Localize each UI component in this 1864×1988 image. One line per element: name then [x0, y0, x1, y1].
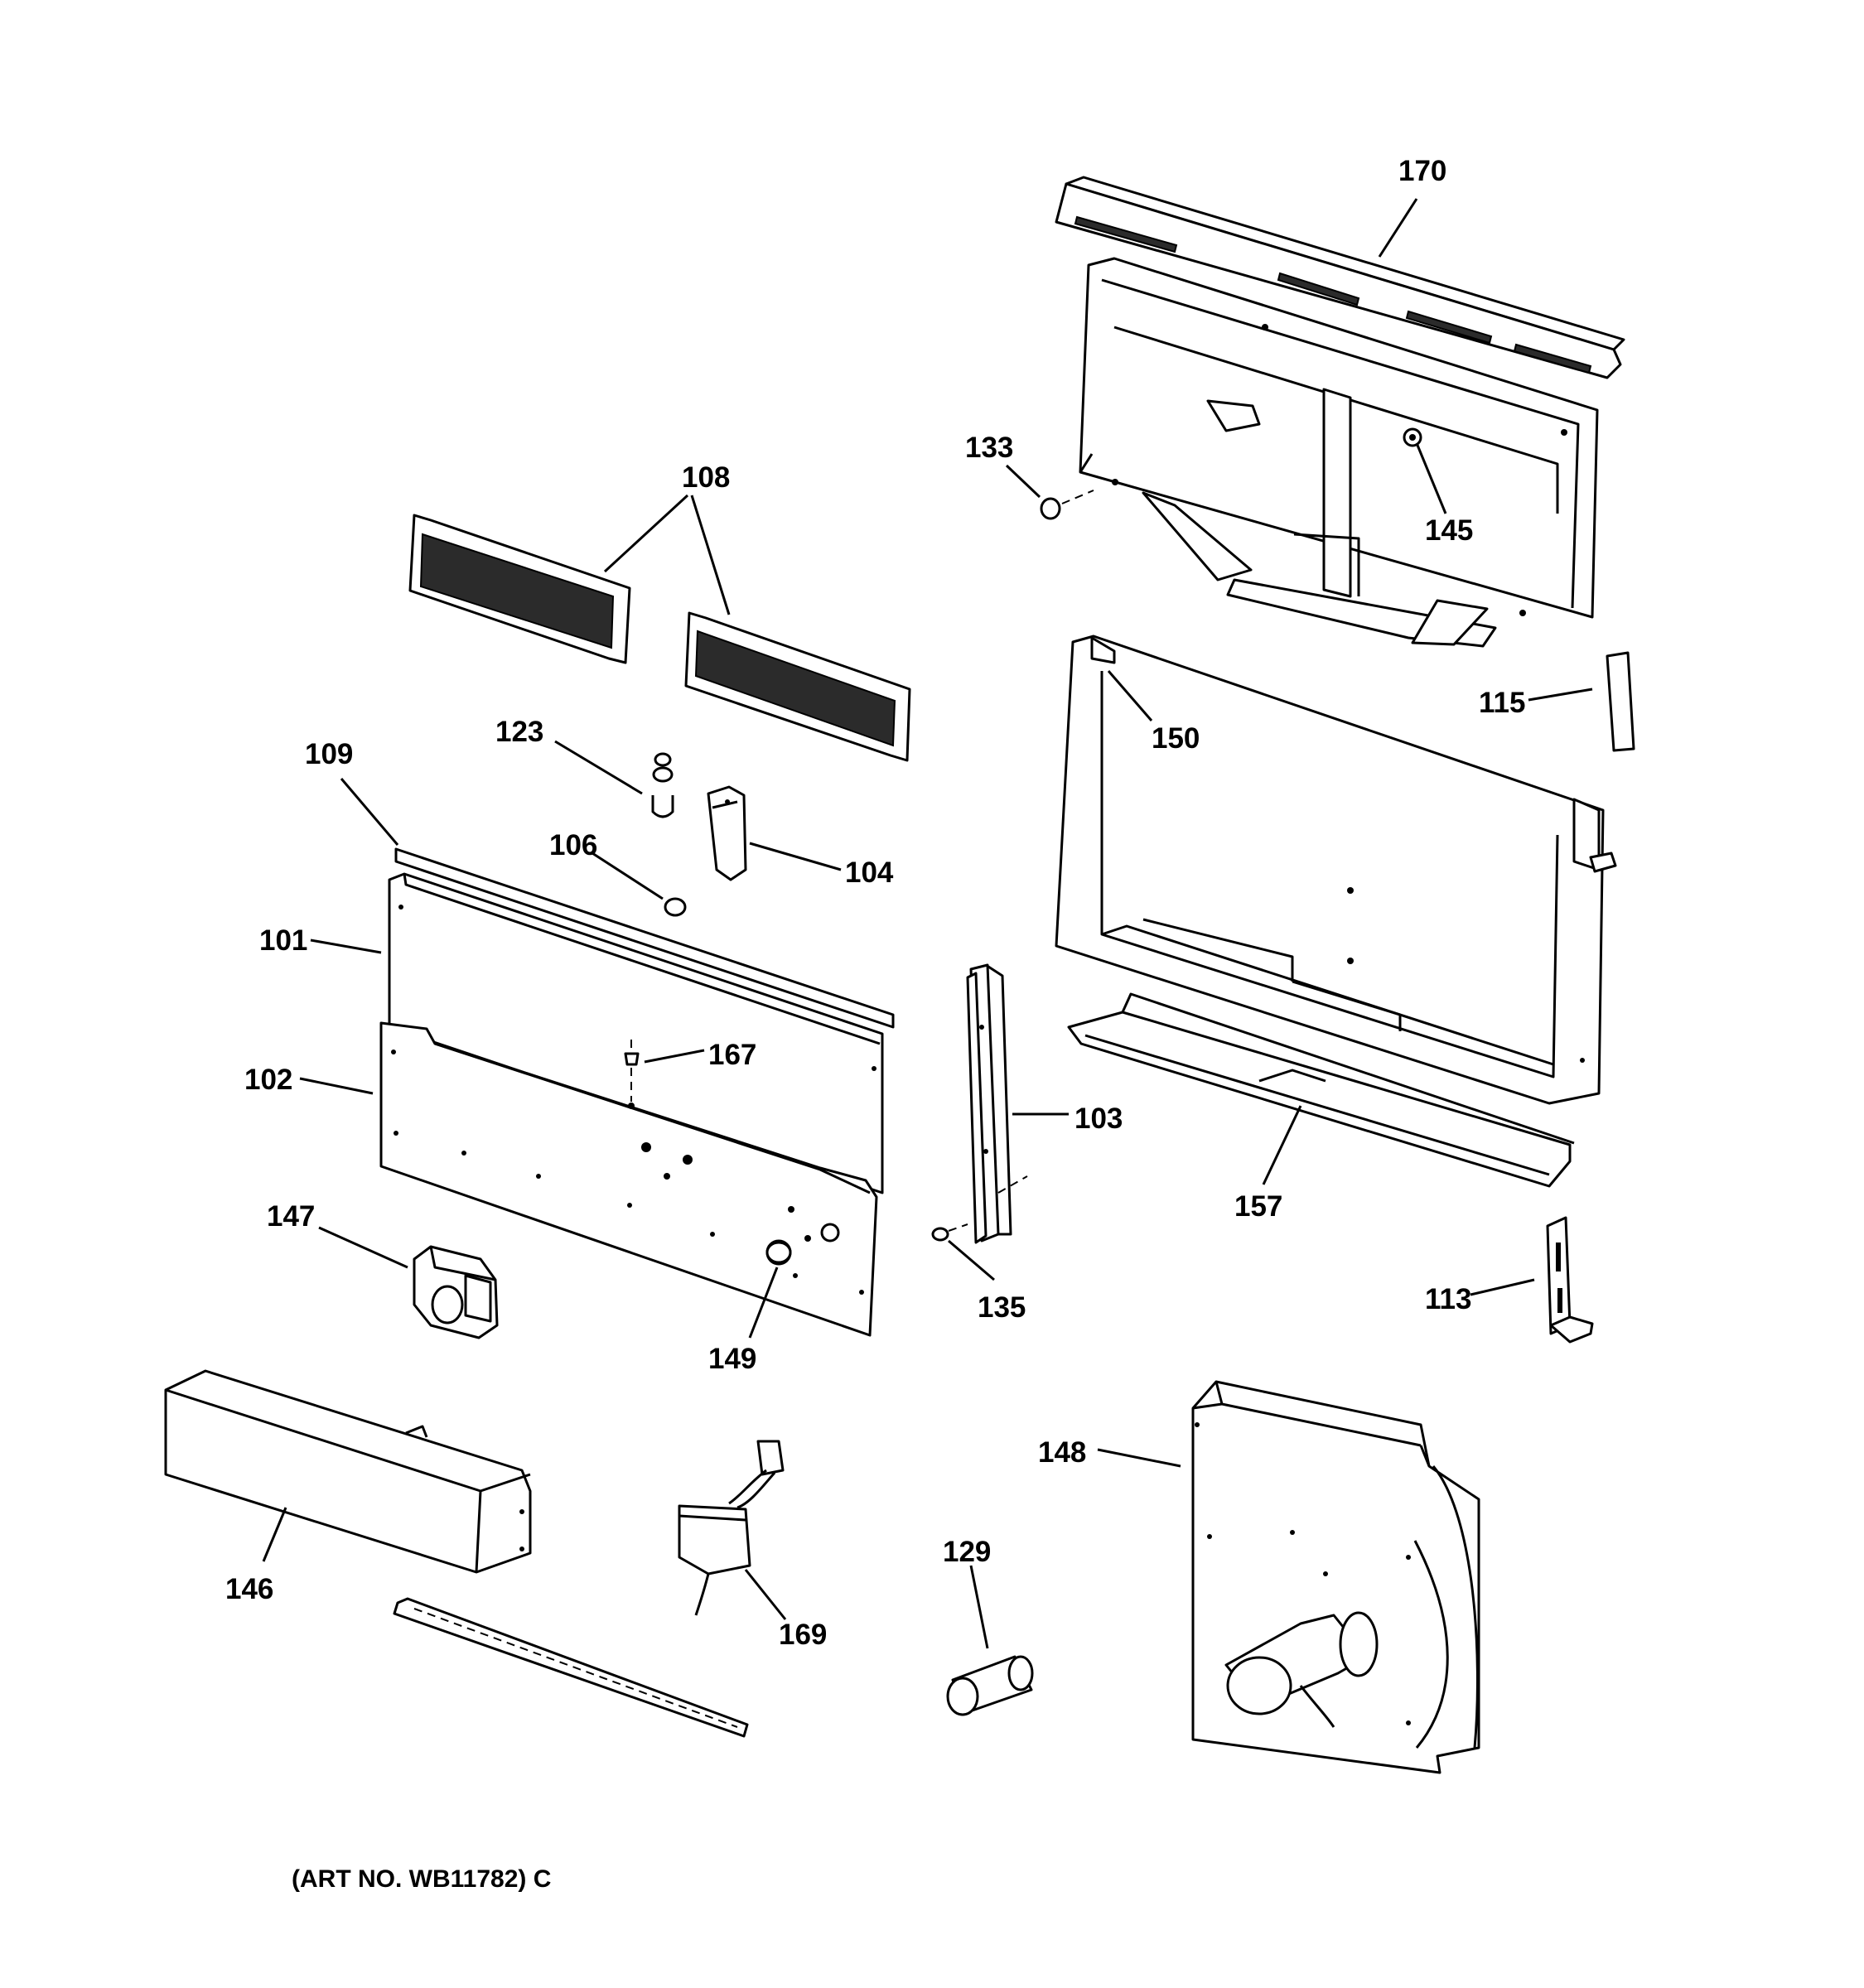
label-169: 169: [779, 1619, 827, 1651]
part-167-screw: [624, 1040, 640, 1102]
label-113: 113: [1425, 1283, 1471, 1315]
label-170: 170: [1398, 155, 1446, 187]
label-149: 149: [708, 1343, 756, 1375]
part-157-channel: [1067, 992, 1575, 1188]
leader-lines: [262, 198, 1593, 1649]
part-108-filters: [408, 514, 911, 762]
label-145: 145: [1425, 514, 1473, 547]
part-123-clip: [651, 752, 674, 818]
label-146: 146: [225, 1573, 273, 1605]
mounting-strip: [393, 1597, 749, 1738]
label-148: 148: [1038, 1436, 1086, 1469]
part-133-plug: [1040, 490, 1094, 520]
part-148-blower: [1191, 1380, 1480, 1774]
part-104-bracket: [707, 785, 747, 881]
label-167: 167: [708, 1039, 756, 1071]
label-108: 108: [682, 461, 730, 494]
part-106-screw: [664, 897, 687, 917]
label-133: 133: [965, 432, 1013, 464]
main-housing-box: [1055, 635, 1617, 1105]
part-169-harness: [678, 1440, 785, 1616]
part-147-switch: [413, 1245, 499, 1339]
part-170-top-trim: [1055, 176, 1625, 379]
label-103: 103: [1074, 1103, 1123, 1135]
housing-top-assembly: [1079, 257, 1599, 648]
part-129-capacitor: [946, 1655, 1034, 1716]
part-101-upper-panel: [388, 872, 884, 1194]
label-104: 104: [845, 856, 894, 889]
label-101: 101: [259, 924, 307, 957]
part-113-bracket: [1546, 1216, 1594, 1344]
label-129: 129: [943, 1536, 991, 1568]
label-109: 109: [305, 738, 353, 770]
part-149-grommet: [765, 1241, 792, 1264]
part-109-strip: [394, 847, 895, 1029]
label-102: 102: [244, 1064, 292, 1096]
part-135-screw: [931, 1223, 968, 1242]
label-147: 147: [267, 1200, 315, 1233]
part-103-rail: [966, 963, 1028, 1244]
part-115-spacer: [1606, 651, 1635, 752]
art-number: (ART NO. WB11782) C: [292, 1865, 551, 1893]
label-135: 135: [978, 1291, 1026, 1324]
label-150: 150: [1152, 722, 1200, 755]
label-157: 157: [1234, 1190, 1282, 1223]
label-115: 115: [1479, 687, 1525, 719]
label-106: 106: [549, 829, 597, 861]
label-123: 123: [495, 716, 543, 748]
part-labels: 170 133 145 108 115 150 123 109 106 104 …: [225, 155, 1525, 1651]
part-146-duct: [164, 1369, 532, 1574]
